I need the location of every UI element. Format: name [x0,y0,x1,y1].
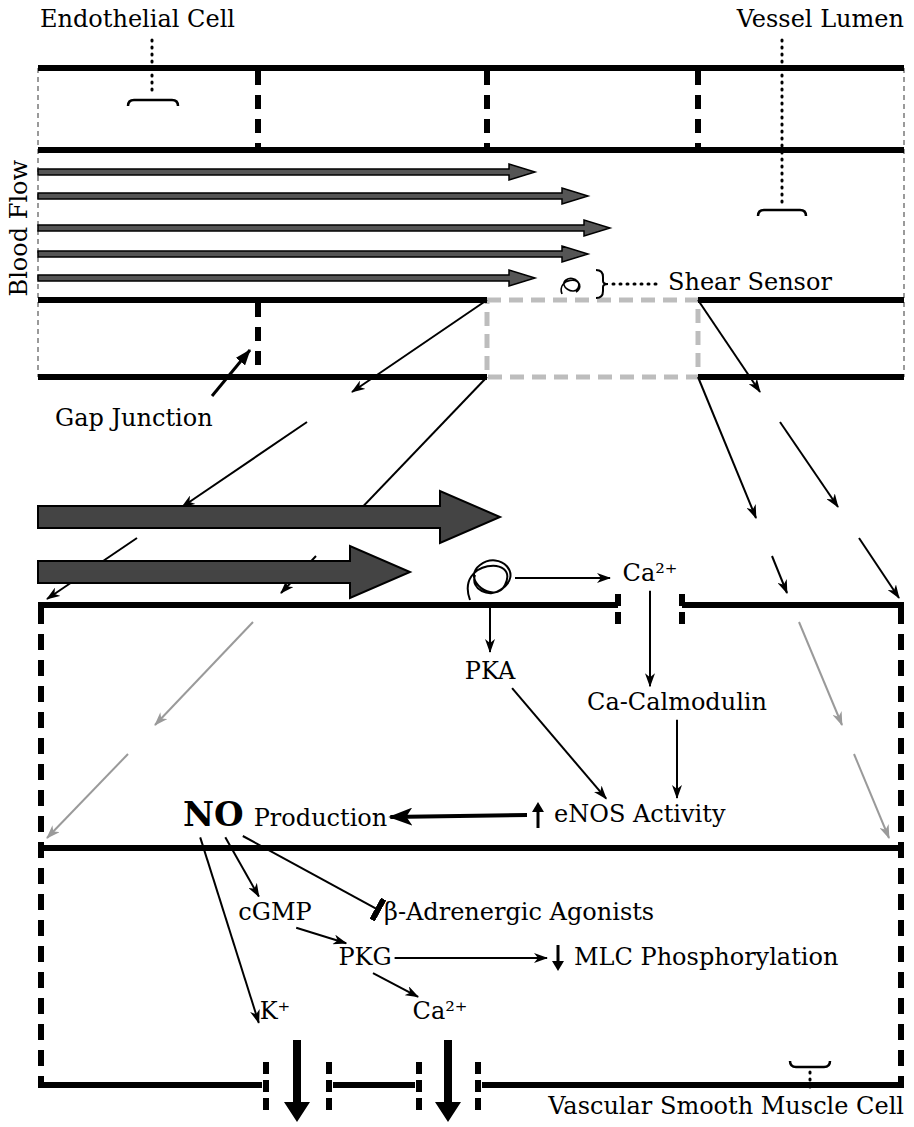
flow-arrow [38,546,410,598]
bracket [758,210,806,216]
direction-arrow [550,944,566,972]
kinase-label: PKA [465,658,515,686]
cell-label: Vascular Smooth Muscle Cell [548,1093,904,1119]
flow-arrow [38,220,610,236]
node-text: eNOS Activity [554,801,725,829]
zoom-line [352,377,487,518]
zoom-line [182,422,307,507]
ion-flux-arrow [435,1040,461,1122]
bracket [790,1061,830,1067]
zoom-line [698,300,760,392]
shear-sensor-symbol [561,278,580,294]
cell-membrane [38,1082,904,1088]
zoom-line [854,754,889,838]
node-text: Production [254,805,388,833]
arrow-connector [296,928,346,944]
zoom-line [780,422,838,507]
junction-label: Gap Junction [55,405,213,431]
messenger-label: cGMP [238,899,311,927]
leader-line [613,283,660,286]
ion-flux-arrow [284,1040,310,1122]
leader-line [809,1072,812,1087]
leader-line [151,40,154,96]
zoom-line [799,622,842,725]
enzyme-activity-label: eNOS Activity [530,801,725,829]
signal-arrow [489,606,491,652]
node-text: K⁺ [260,998,291,1026]
flow-arrow [38,188,588,204]
ion-label: Ca²⁺ [413,998,468,1026]
node-text: Ca²⁺ [413,998,468,1026]
arrow-connector [225,837,259,896]
node-text: β-Adrenergic Agonists [384,899,654,927]
process-label: MLC Phosphorylation [550,944,838,972]
flow-arrow [38,246,588,262]
arrow-connector [373,973,418,997]
product-label: NO Production [183,795,387,834]
flow-arrow [38,270,535,286]
arrow-connector [395,957,547,959]
arrow-connector [676,720,678,798]
node-text: cGMP [238,899,311,927]
cell-membrane [38,605,904,848]
arrowhead [532,802,544,812]
arrow-connector [200,837,259,1023]
arrow-shaft [557,945,560,963]
ion-label: K⁺ [260,998,291,1026]
agonist-label: β-Adrenergic Agonists [384,899,654,927]
leader-line [781,40,784,206]
flow-label: Blood Flow [6,160,32,297]
signal-arrow [515,577,610,579]
zoom-line [155,622,253,725]
bracket [128,100,178,106]
kinase-label: PKG [338,944,391,972]
gap-junction [258,71,698,374]
flow-arrow [38,491,500,543]
complex-label: Ca-Calmodulin [587,689,767,717]
sensor-label: Shear Sensor [668,269,832,295]
pointer-arrow [212,350,250,396]
cell-label: Endothelial Cell [40,6,235,32]
arrow-connector [390,815,527,817]
arrow-connector [649,591,651,686]
shear-sensor-symbol [468,560,511,600]
node-text: PKA [465,658,515,686]
node-text: NO [183,795,244,834]
ion-label: Ca²⁺ [623,560,678,588]
zoom-line [47,754,128,838]
cell-membrane [38,68,904,377]
arrowhead [552,961,564,971]
zoom-line [352,300,487,392]
zoom-line [772,556,787,593]
node-text: Ca²⁺ [623,560,678,588]
flow-arrow [38,164,535,180]
zoom-line [859,538,899,598]
brace [596,270,608,298]
direction-arrow [530,801,546,829]
zoom-line [698,377,756,518]
highlighted-cell [487,300,698,377]
node-text: PKG [338,944,391,972]
section-boundary [38,68,904,377]
cell-wall [41,608,901,1085]
lumen-label: Vessel Lumen [737,6,904,32]
node-text: MLC Phosphorylation [574,944,838,972]
arrow-shaft [537,810,540,828]
node-text: Ca-Calmodulin [587,689,767,717]
